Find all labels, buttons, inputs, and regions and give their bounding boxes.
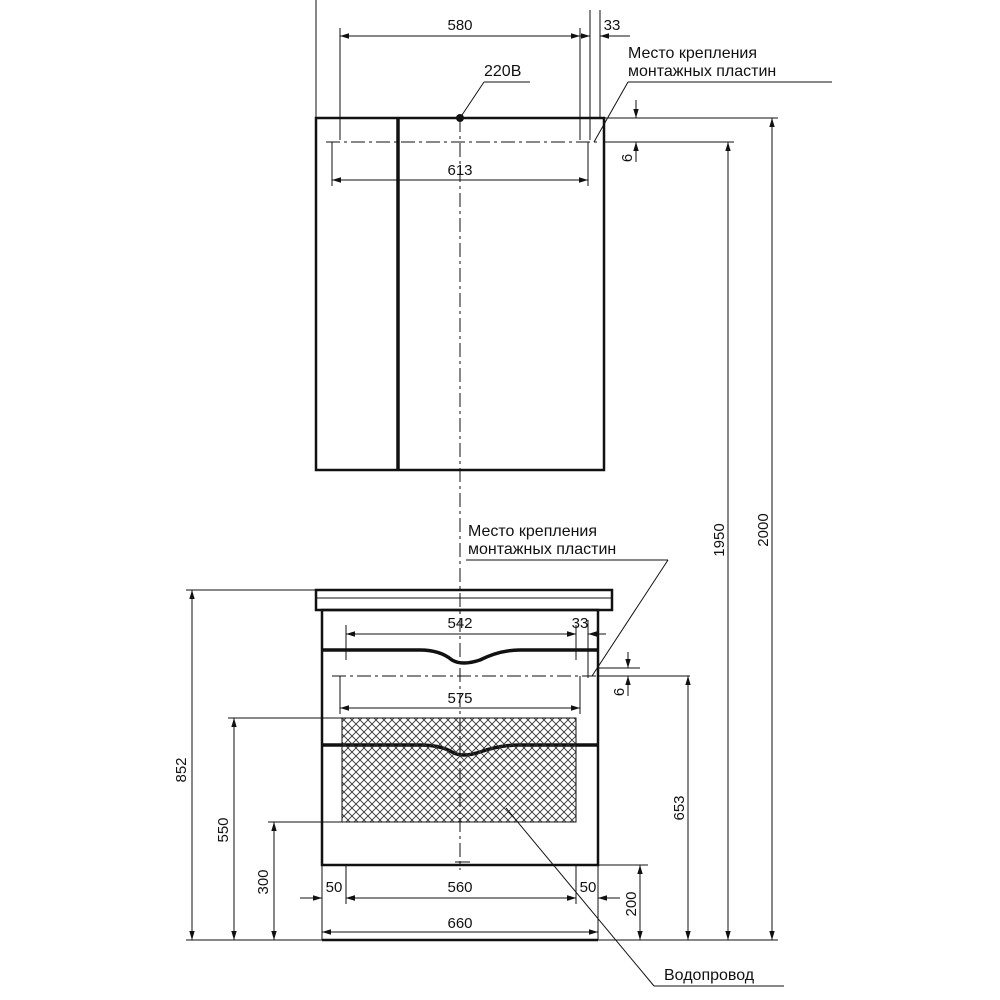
dim-vanity-542: 542 [345,615,577,660]
dim-label-580: 580 [447,17,472,34]
dim-label-50-right: 50 [580,879,597,896]
dim-height-300: 300 [255,821,342,940]
mount-note-bottom-line1: Место крепления [468,523,597,540]
dim-height-852: 852 [173,589,322,941]
dim-label-613: 613 [447,162,472,179]
dim-label-300: 300 [255,869,272,894]
mount-note-top-line2: монтажных пластин [628,63,776,80]
dim-label-6-vanity: 6 [611,688,628,696]
dim-vanity-33: 33 [560,615,606,678]
power-label: 220В [459,63,530,119]
dim-width-660: 660 [322,915,598,935]
dim-label-560: 560 [447,879,472,896]
dim-label-660: 660 [447,915,472,932]
power-220v-text: 220В [484,63,521,80]
dim-label-200: 200 [623,891,640,916]
drawer-handle-top [322,648,598,665]
basin-top [314,588,614,612]
dim-height-2000: 2000 [598,117,778,941]
dim-label-6-top: 6 [619,154,636,162]
water-note: Водопровод [505,807,784,987]
dim-height-1950: 1950 [604,141,734,940]
vanity [314,588,614,942]
dim-mirror-613: 613 [331,142,589,186]
dim-label-550: 550 [215,817,232,842]
dim-mirror-580: 580 [315,0,581,140]
dim-label-653: 653 [671,795,688,820]
dim-label-542: 542 [447,615,472,632]
dim-vanity-575: 575 [339,676,581,714]
plumbing-zone [341,717,577,823]
dim-legs: 50 560 50 [300,865,620,904]
mount-note-top: Место крепления монтажных пластин [593,45,832,143]
dim-label-1950: 1950 [711,523,728,556]
dim-mirror-6: 6 [604,100,642,162]
dim-label-33-top: 33 [604,17,621,34]
dim-vanity-6: 6 [598,652,690,696]
dim-label-33-vanity: 33 [572,615,589,632]
water-supply-text: Водопровод [664,967,755,984]
dim-height-653: 653 [671,676,691,940]
dim-height-550: 550 [215,717,342,940]
dim-label-852: 852 [173,757,190,782]
mount-note-top-line1: Место крепления [628,45,757,62]
dim-label-575: 575 [447,690,472,707]
dim-height-200: 200 [598,864,648,940]
dim-mirror-33: 33 [560,10,630,140]
mount-note-bottom: Место крепления монтажных пластин [466,523,669,677]
dim-label-50-left: 50 [326,879,343,896]
vanity-body [320,608,600,867]
dim-label-2000: 2000 [755,513,772,546]
mount-note-bottom-line2: монтажных пластин [468,541,616,558]
